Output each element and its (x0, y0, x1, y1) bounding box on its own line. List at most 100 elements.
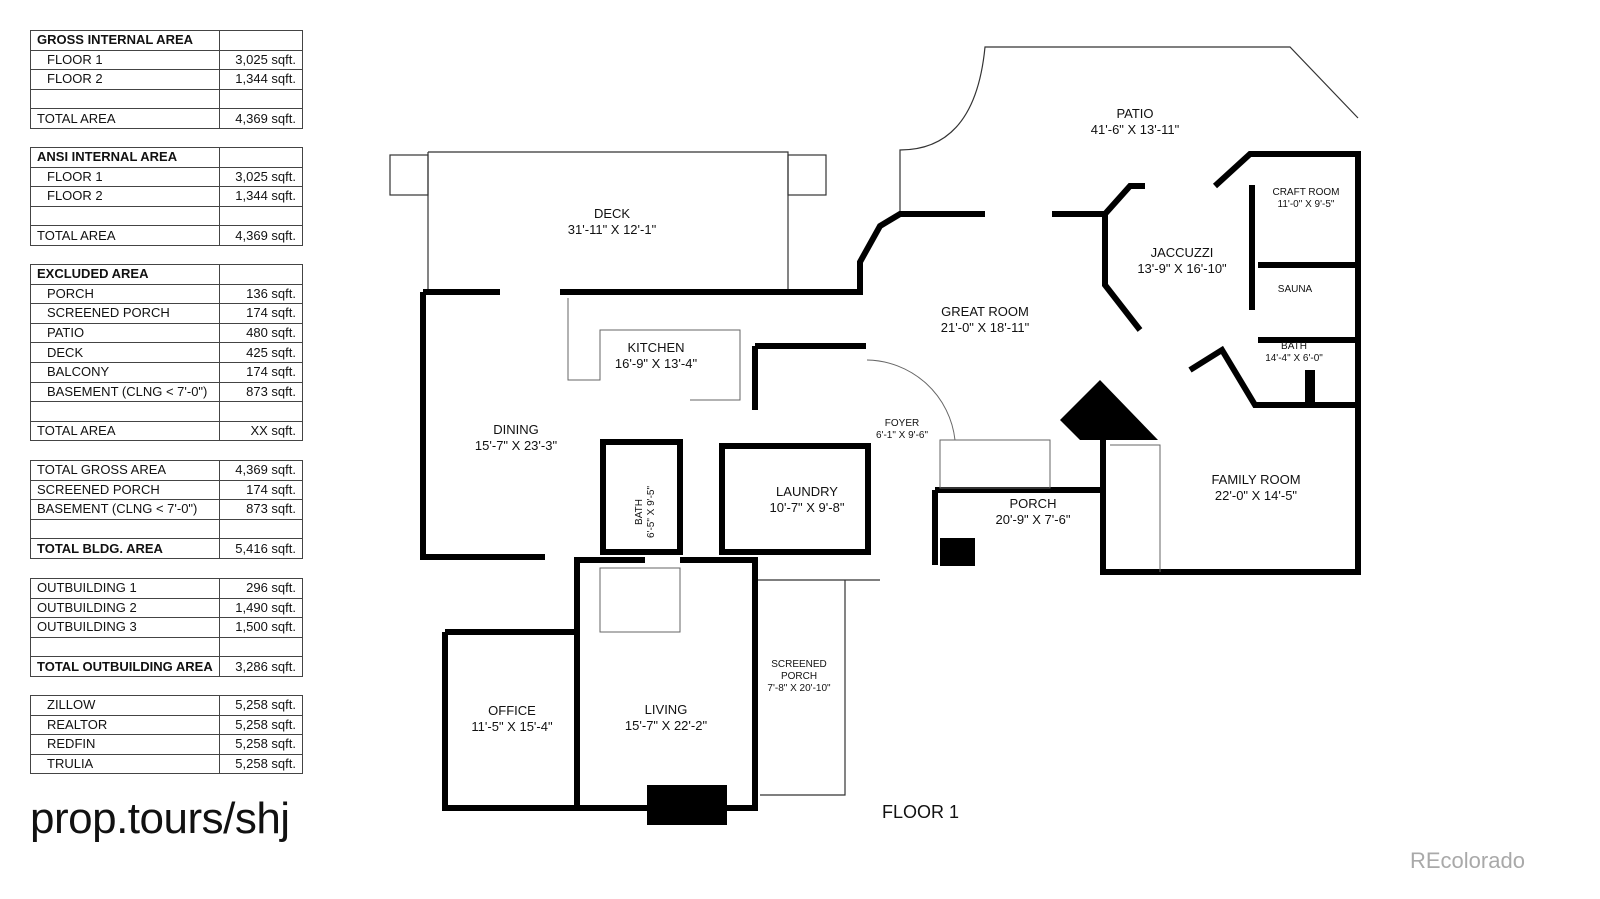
room-name: DINING (493, 422, 539, 437)
room-name: KITCHEN (627, 340, 685, 355)
room-name: LAUNDRY (776, 484, 838, 499)
room-dims: 20'-9" X 7'-6" (995, 512, 1071, 527)
room-name: GREAT ROOM (941, 304, 1029, 319)
interior-details (567, 298, 1161, 633)
room-sauna: SAUNA (1278, 284, 1312, 296)
room-name: JACCUZZI (1150, 245, 1214, 260)
room-dims: 22'-0" X 14'-5" (1214, 488, 1298, 503)
row-value: 5,258 sqft. (219, 734, 303, 755)
row-value: 5,416 sqft. (219, 538, 303, 559)
row-label: OUTBUILDING 1 (30, 578, 220, 599)
table-row (30, 518, 303, 540)
row-value: 174 sqft. (219, 479, 303, 501)
row-label: SCREENED PORCH (30, 303, 220, 324)
room-name: PATIO (1116, 106, 1154, 121)
row-label: ANSI INTERNAL AREA (30, 147, 220, 168)
room-name: BATH (634, 499, 645, 525)
floor-label: FLOOR 1 (882, 802, 960, 822)
row-value: 5,258 sqft. (219, 753, 303, 775)
row-value: 4,369 sqft. (219, 460, 303, 481)
walls (420, 151, 1361, 811)
brand-watermark: REcolorado (1410, 848, 1525, 873)
row-label: PATIO (30, 322, 220, 344)
row-value: 136 sqft. (219, 283, 303, 305)
room-name: FAMILY ROOM (1211, 472, 1301, 487)
outdoor-outlines (389, 46, 1359, 796)
room-name: SAUNA (1277, 284, 1313, 295)
row-value: 4,369 sqft. (219, 225, 303, 246)
room-dims: 16'-9" X 13'-4" (614, 356, 698, 371)
room-dims: 41'-6" X 13'-11" (1090, 122, 1180, 137)
fixtures (647, 370, 1315, 825)
room-dims: 15'-7" X 23'-3" (474, 438, 558, 453)
room-dims: 13'-9" X 16'-10" (1137, 261, 1227, 276)
tour-url: prop.tours/shj (30, 794, 290, 843)
room-name: CRAFT ROOM (1272, 187, 1340, 198)
row-value: XX sqft. (219, 420, 303, 442)
room-dims: 15'-7" X 22'-2" (624, 718, 708, 733)
room-name-2: PORCH (780, 671, 818, 682)
room-dims: 6'-1" X 9'-6" (875, 430, 929, 441)
row-label: SCREENED PORCH (30, 479, 220, 501)
row-value: 1,344 sqft. (219, 69, 303, 90)
room-dims: 11'-5" X 15'-4" (471, 719, 553, 734)
row-label: OUTBUILDING 3 (30, 617, 220, 638)
row-label: TOTAL OUTBUILDING AREA (30, 656, 220, 677)
room-dims: 10'-7" X 9'-8" (769, 500, 845, 515)
row-value: 174 sqft. (219, 303, 303, 324)
row-value: 425 sqft. (219, 342, 303, 363)
room-name: LIVING (644, 702, 688, 717)
room-name: BATH (1281, 341, 1307, 352)
room-dims: 21'-0" X 18'-11" (940, 320, 1030, 335)
row-value: 3,286 sqft. (219, 656, 303, 677)
row-value: 5,258 sqft. (219, 695, 303, 716)
row-value: 3,025 sqft. (219, 166, 303, 188)
row-value: 1,500 sqft. (219, 617, 303, 638)
table-row: ANSI INTERNAL AREA (30, 147, 303, 168)
room-dims: 6'-5" X 9'-5" (646, 485, 657, 539)
table-row: GROSS INTERNAL AREA (30, 30, 303, 51)
room-dims: 31'-11" X 12'-1" (567, 222, 657, 237)
room-name: PORCH (1009, 496, 1057, 511)
row-label: TOTAL AREA (30, 108, 220, 129)
row-value: 4,369 sqft. (219, 108, 303, 129)
room-name: OFFICE (488, 703, 536, 718)
table-row (30, 205, 303, 227)
